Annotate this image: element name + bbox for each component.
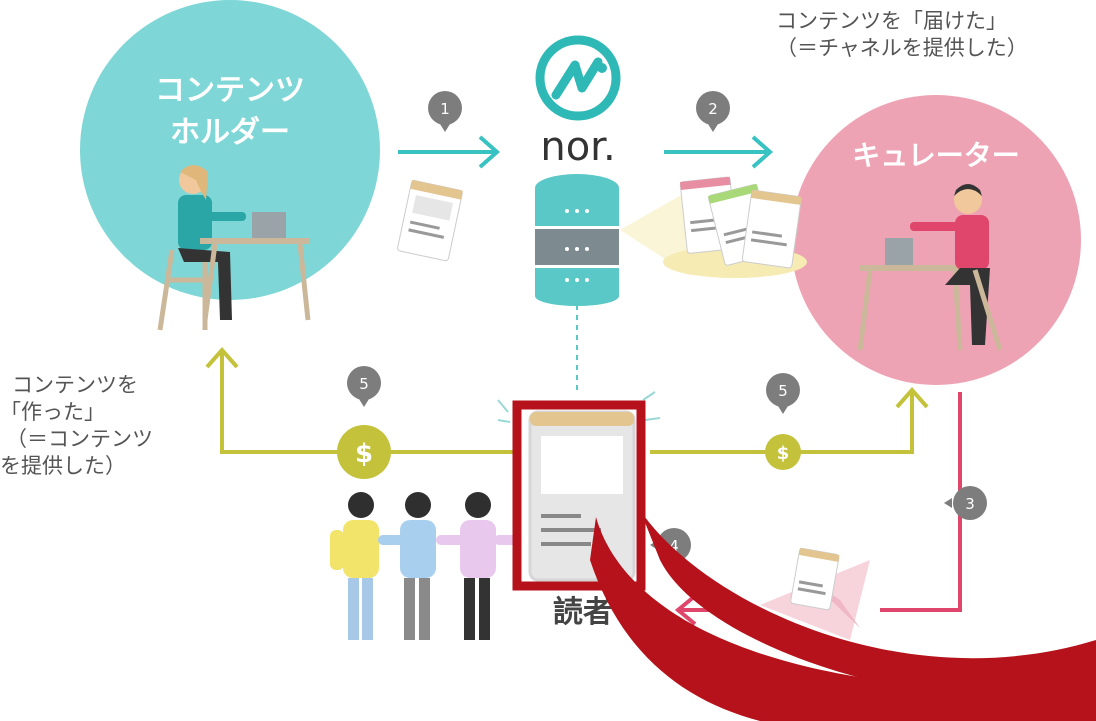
highlight-swoosh (590, 517, 1096, 721)
readers-label: 読者 (553, 595, 613, 630)
step-1-number: 1 (440, 100, 450, 118)
nor-logo-text: nor. (540, 124, 615, 170)
curator-node: キュレーター (791, 95, 1081, 385)
dollar-coin-icon: $ (337, 425, 391, 479)
nor-platform-node: nor. (535, 35, 621, 395)
payment-right-symbol: $ (777, 443, 790, 464)
highlight-overlay (512, 400, 1096, 721)
step-5-right-number: 5 (778, 382, 788, 400)
payment-left-symbol: $ (355, 439, 373, 469)
content-holder-circle (80, 0, 380, 300)
dollar-coin-icon: $ (765, 434, 801, 470)
step-pin-5-right: 5 (766, 373, 800, 414)
writer-person-icon (157, 165, 311, 331)
holder-caption-line2: 「作った」 (0, 400, 105, 424)
nor-logo-icon (535, 35, 621, 121)
content-holder-label-line2: ホルダー (170, 115, 290, 150)
payment-flow-left (205, 346, 515, 454)
highlight-swoosh-upper (640, 510, 1096, 702)
step-3-number: 3 (965, 495, 975, 513)
step-pin-1: 1 (428, 91, 462, 132)
holder-caption: コンテンツを 「作った」 （＝コンテンツ を提供した） (0, 372, 153, 480)
step-pin-2: 2 (696, 91, 730, 132)
curator-caption-line1: コンテンツを「届けた」 (776, 9, 1007, 33)
step-5-left-number: 5 (359, 375, 369, 393)
holder-caption-line1: コンテンツを (12, 373, 138, 397)
curator-label: キュレーター (852, 139, 1019, 172)
holder-caption-line3: （＝コンテンツ (6, 427, 153, 451)
database-icon (535, 174, 619, 306)
readers-group-icon (330, 492, 518, 640)
content-card-icon (397, 180, 463, 262)
smartphone-icon (497, 391, 661, 582)
curated-cards-icon (620, 176, 807, 278)
content-holder-label-line1: コンテンツ (155, 73, 305, 108)
step-4-number: 4 (669, 537, 679, 555)
flow-arrow-1 (398, 135, 501, 169)
curator-person-icon (857, 184, 1003, 351)
step-pin-5-left: 5 (347, 366, 381, 407)
flow-arrow-2 (664, 135, 774, 169)
curator-caption: コンテンツを「届けた」 （＝チャネルを提供した） (776, 8, 1028, 62)
curator-caption-line2: （＝チャネルを提供した） (776, 36, 1028, 60)
payment-flow-right (650, 386, 929, 454)
holder-caption-line4: を提供した） (0, 454, 126, 478)
highlight-box (512, 400, 646, 591)
paper-plane-icon (760, 547, 870, 640)
content-holder-node: コンテンツ ホルダー (80, 0, 380, 331)
step-pin-3: 3 (944, 486, 987, 520)
step-2-number: 2 (708, 100, 718, 118)
